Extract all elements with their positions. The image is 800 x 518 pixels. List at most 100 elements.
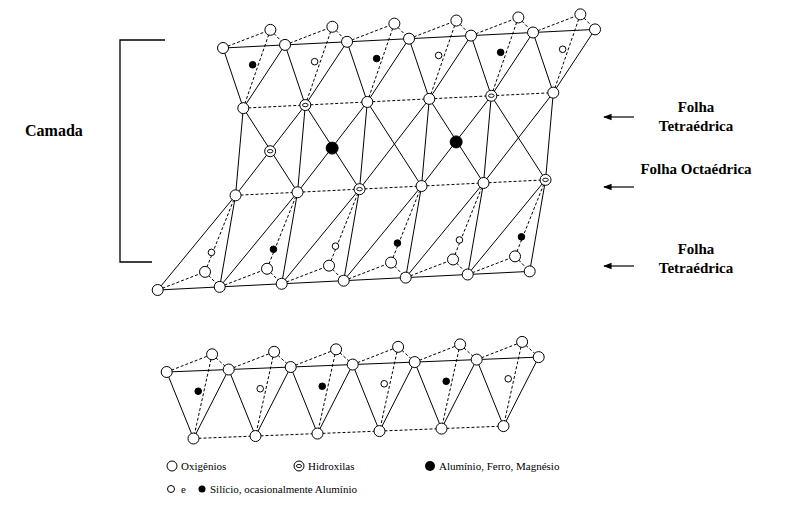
hidden-bond [409,21,456,39]
hidden-bond [243,30,270,108]
hidden-bond [360,186,422,189]
oxygen-atom [188,433,199,444]
oxygen-atom [312,428,323,439]
bond [220,192,298,287]
bond [344,278,406,281]
bond [298,105,306,192]
oxygen-atom [448,254,459,265]
bond [347,39,409,42]
hidden-bond [515,180,546,257]
cation-symbol [425,461,435,471]
oxygen-atom [200,266,211,277]
silicon-atom [249,61,256,68]
bond [471,33,533,36]
bond [282,192,298,284]
oxygen-atom [400,272,411,283]
bond [409,36,471,39]
oxygen-atom [416,181,427,192]
oxygen-atom [466,30,477,41]
hidden-bond [318,349,337,433]
silicon-atom [518,234,525,241]
oxygen-atom [342,36,353,47]
oxygen-atom [327,21,338,32]
hidden-bond [422,183,484,186]
bond [406,186,422,278]
oxygen-atom [338,275,349,286]
bond [380,362,415,431]
hidden-bond [429,96,491,99]
bond [406,183,484,278]
legend-text: Alumínio, Ferro, Magnésio [439,459,559,473]
bond [167,370,229,372]
bond [285,42,347,45]
bond [256,367,291,436]
bond [468,271,530,274]
bond [504,357,539,426]
leader-arrow [604,186,634,187]
bond [318,365,353,434]
atom-circles [152,9,600,444]
bond [491,33,533,96]
legend-text: Hidroxilas [308,459,354,473]
silicon-atom [257,385,264,392]
bond-lines [158,14,595,438]
hidden-bond [477,342,522,360]
hydroxyl-atom [354,184,365,195]
silicon-filled-symbol [199,486,206,493]
hidden-bond [380,429,442,431]
oxygen-atom [280,39,291,50]
bond [291,365,353,367]
hydroxyl-symbol [294,461,304,471]
oxygen-atom [424,93,435,104]
hidden-bond [318,431,380,433]
oxygen-atom [265,24,276,35]
hidden-bond [267,192,298,269]
hidden-bond [453,183,484,260]
hidden-bond [298,189,360,192]
hidden-bond [380,347,399,431]
silicon-atom [319,383,326,390]
sheet-label: Folha Tetraédrica [640,98,752,136]
bond [533,29,595,32]
oxygen-atom [285,362,296,373]
hidden-bond [415,344,460,362]
lattice-drawing [152,9,600,444]
oxygen-atom [498,421,509,432]
bond [282,281,344,284]
oxygen-atom [362,96,373,107]
oxygen-atom [590,24,601,35]
oxygen-atom [436,423,447,434]
bond [409,39,429,99]
silicon-atom [559,46,566,53]
hydroxyl-core [357,187,363,190]
legend-text: Silício, ocasionalmente Alumínio [210,482,357,496]
hidden-bond [167,354,212,372]
bond [477,360,504,427]
bond [236,108,244,195]
oxygen-atom [455,339,466,350]
oxygen-atom [223,364,234,375]
oxygen-atom [152,285,163,296]
oxygen-atom [393,341,404,352]
bond [305,105,359,189]
oxygen-atom [389,18,400,29]
oxygen-atom [548,87,559,98]
bond [236,105,306,195]
bond [546,93,554,180]
hidden-bond [194,354,213,438]
bond [344,186,422,281]
silicon-atom [195,388,202,395]
oxygen-atom [218,43,229,54]
oxygen-atom [404,33,415,44]
hidden-bond [291,349,336,367]
sheet-label: Folha Octaédrica [640,160,752,179]
bond [220,284,282,287]
bond [291,367,318,434]
bond [282,189,360,284]
oxygen-atom [347,359,358,370]
hidden-bond [367,99,429,102]
bond [484,96,492,183]
oxygen-atom [451,15,462,26]
hidden-bond [353,347,398,365]
